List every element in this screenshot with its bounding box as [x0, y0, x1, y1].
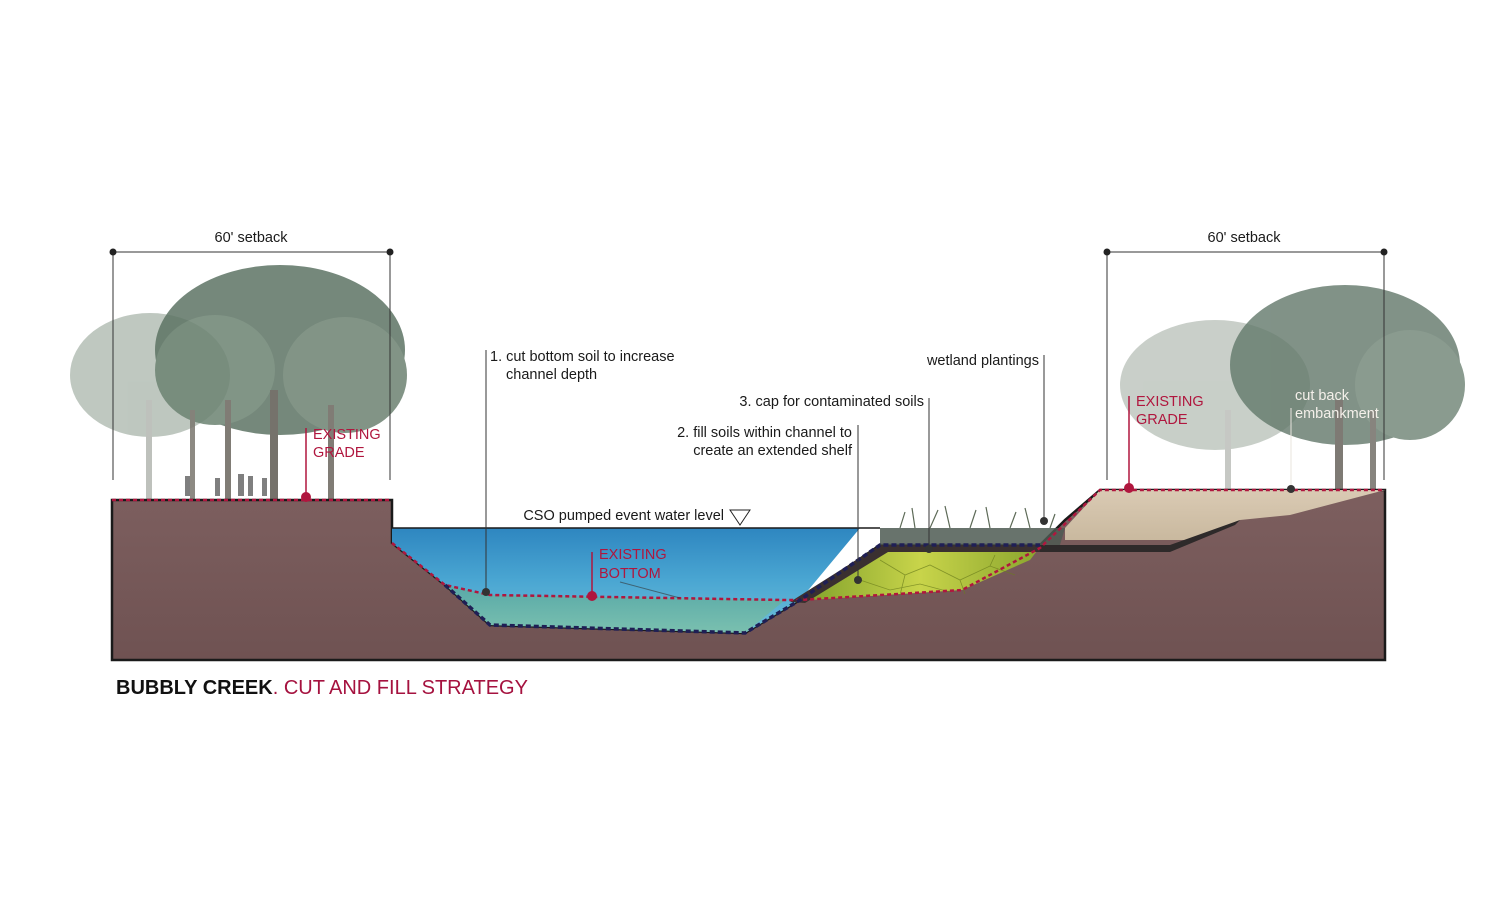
- wetland-band: [880, 528, 1065, 545]
- callout-cutback-line2: embankment: [1295, 406, 1379, 422]
- callout-cap: 3. cap for contaminated soils: [739, 394, 933, 553]
- existing-bottom-marker: EXISTING BOTTOM: [587, 547, 681, 601]
- setback-label-left: 60' setback: [215, 230, 289, 246]
- callout-fill-line2: create an extended shelf: [693, 443, 853, 459]
- cso-water-level-label: CSO pumped event water level: [523, 508, 724, 524]
- setback-label-right: 60' setback: [1208, 230, 1282, 246]
- existing-grade-label-left-2: GRADE: [313, 445, 365, 461]
- tree-group-left: [70, 265, 407, 500]
- right-terrace: [1065, 490, 1385, 540]
- title-rest: . CUT AND FILL STRATEGY: [273, 677, 528, 699]
- cracked-soil-texture: [859, 554, 1016, 596]
- callout-cut-line1: 1. cut bottom soil to increase: [490, 349, 675, 365]
- people-icon: [185, 474, 267, 496]
- title-bold: BUBBLY CREEK: [116, 677, 273, 699]
- cut-zone: [445, 585, 785, 633]
- fill-zone: [800, 547, 1040, 600]
- callout-cap-label: 3. cap for contaminated soils: [739, 394, 924, 410]
- callout-wetland: wetland plantings: [926, 353, 1048, 525]
- callout-cut-line2: channel depth: [506, 367, 597, 383]
- setback-dimension-left: 60' setback: [109, 230, 394, 480]
- existing-grade-label-left-1: EXISTING: [313, 427, 381, 443]
- tree-icon: [155, 265, 407, 500]
- cap-layer: [790, 545, 1045, 603]
- callout-wetland-label: wetland plantings: [926, 353, 1039, 369]
- proposed-grade-line: [443, 543, 1040, 635]
- existing-grade-marker-right: EXISTING GRADE: [1124, 394, 1204, 493]
- callout-fill-shelf: 2. fill soils within channel to create a…: [677, 425, 862, 584]
- callout-fill-line1: 2. fill soils within channel to: [677, 425, 852, 441]
- setback-dimension-right: 60' setback: [1103, 230, 1388, 480]
- callout-cut-bottom: 1. cut bottom soil to increase channel d…: [482, 349, 675, 596]
- callout-cutback-line1: cut back: [1295, 388, 1350, 404]
- callout-cut-back: cut back embankment: [1287, 388, 1379, 493]
- water-level-icon: [729, 509, 751, 526]
- existing-grade-label-right-2: GRADE: [1136, 412, 1188, 428]
- existing-grade-label-right-1: EXISTING: [1136, 394, 1204, 410]
- diagram-title: BUBBLY CREEK. CUT AND FILL STRATEGY: [116, 677, 528, 699]
- existing-bottom-label-1: EXISTING: [599, 547, 667, 563]
- wetland-grass-icon: [899, 505, 1056, 529]
- tree-icon: [1230, 285, 1465, 490]
- existing-grade-marker-left: EXISTING GRADE: [301, 427, 381, 502]
- terrace-slab: [1040, 520, 1240, 552]
- existing-bottom-label-2: BOTTOM: [599, 566, 661, 582]
